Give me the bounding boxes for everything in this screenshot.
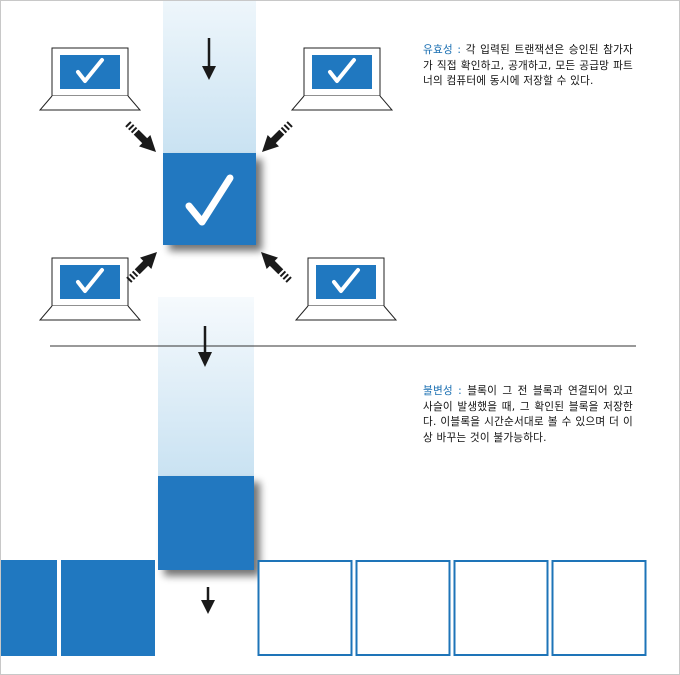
arrow-icon xyxy=(122,118,162,158)
chain-block-filled xyxy=(61,560,155,656)
validity-label: 유효성 xyxy=(423,44,453,56)
chain-block-empty xyxy=(257,560,353,656)
laptop-icon xyxy=(290,46,394,112)
check-mark-icon xyxy=(185,174,234,226)
immutability-description: 불변성 : 블록이 그 전 블록과 연결되어 있고 사슬이 발생했을 때, 그 … xyxy=(423,384,633,446)
arrow-down-icon xyxy=(198,326,212,367)
chain-block-empty xyxy=(355,560,451,656)
validated-block xyxy=(163,153,256,245)
immutability-column xyxy=(158,297,254,477)
arrow-icon xyxy=(123,246,163,286)
new-block xyxy=(158,476,254,570)
chain-block-empty xyxy=(551,560,647,656)
arrow-icon xyxy=(255,246,295,286)
immutability-colon: : xyxy=(452,385,468,397)
validity-colon: : xyxy=(452,44,466,56)
validity-description: 유효성 : 각 입력된 트랜잭션은 승인된 참가자가 직접 확인하고, 공개하고… xyxy=(423,43,633,90)
chain-block-empty xyxy=(453,560,549,656)
arrow-icon xyxy=(256,118,296,158)
laptop-icon xyxy=(38,256,142,322)
validity-body: 각 입력된 트랜잭션은 승인된 참가자가 직접 확인하고, 공개하고, 모든 공… xyxy=(423,44,634,87)
chain-block-filled xyxy=(1,560,57,656)
arrow-down-icon xyxy=(201,587,215,614)
laptop-icon xyxy=(294,256,398,322)
immutability-body: 블록이 그 전 블록과 연결되어 있고 사슬이 발생했을 때, 그 확인된 블록… xyxy=(423,385,634,444)
arrow-down-icon xyxy=(202,38,216,80)
immutability-label: 불변성 xyxy=(423,385,453,397)
laptop-icon xyxy=(38,46,142,112)
